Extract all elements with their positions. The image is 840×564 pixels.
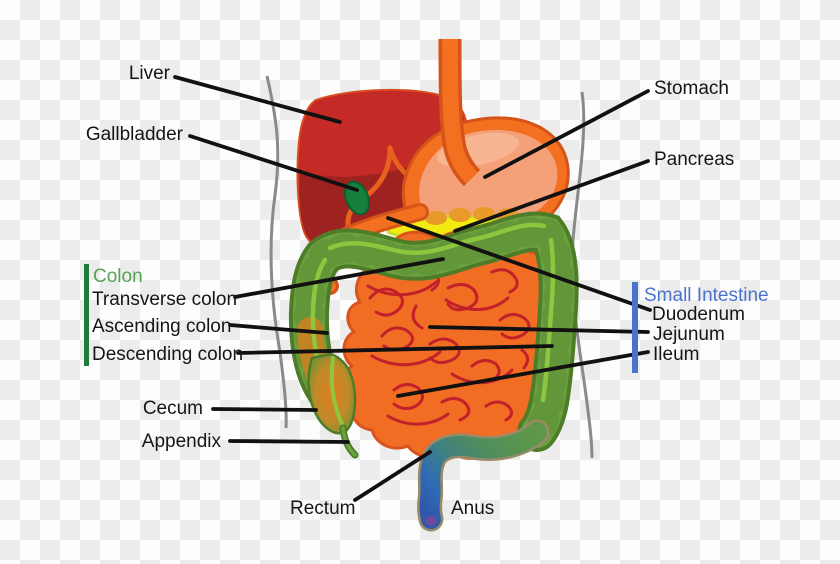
anus-tip (425, 516, 437, 526)
leader-lines (173, 75, 652, 502)
pancreas-leader-line (453, 159, 650, 233)
liver-lower-lobe (299, 130, 467, 247)
label-liver: Liver (128, 63, 170, 84)
label-gallbladder: Gallbladder (85, 124, 183, 145)
label-duodenum: Duodenum (652, 304, 745, 325)
liver-leader-line (173, 75, 342, 124)
appendix-leader-line (228, 439, 350, 444)
label-rectum: Rectum (290, 498, 356, 519)
duodenum-leader-line (386, 216, 652, 312)
label-transverse-colon: Transverse colon (92, 289, 238, 310)
label-stomach: Stomach (654, 78, 729, 99)
small-intestine-squiggles (366, 265, 531, 426)
rectum-shape (419, 422, 547, 529)
cecum-leader-line (211, 407, 318, 412)
label-jejunum: Jejunum (653, 324, 725, 345)
stomach-leader-line (483, 89, 650, 179)
label-pancreas: Pancreas (654, 149, 735, 170)
ascending-colon-leader-line (228, 323, 329, 335)
label-cecum: Cecum (142, 398, 203, 419)
rectum-leader-line (353, 450, 432, 502)
body-outline-left (265, 75, 288, 429)
jejunum-leader-line (428, 325, 650, 334)
transverse-colon-leader-line (233, 257, 445, 299)
label-colon-group: Colon (93, 266, 143, 287)
gallbladder-leader-line (188, 134, 359, 192)
colon-group-bar (84, 264, 89, 366)
small-intestine-group-bar (632, 282, 638, 373)
label-small-intestine-group: Small Intestine (644, 285, 769, 306)
label-anus: Anus (451, 498, 495, 519)
esophagus-inner (442, 38, 478, 184)
label-appendix: Appendix (141, 431, 221, 452)
label-ascending-colon: Ascending colon (92, 316, 232, 337)
ileum-leader-line (396, 350, 650, 398)
label-descending-colon: Descending colon (92, 344, 244, 365)
cecum-taenia-line (329, 356, 344, 426)
descending-colon-leader-line (236, 344, 554, 355)
label-ileum: Ileum (653, 344, 700, 365)
